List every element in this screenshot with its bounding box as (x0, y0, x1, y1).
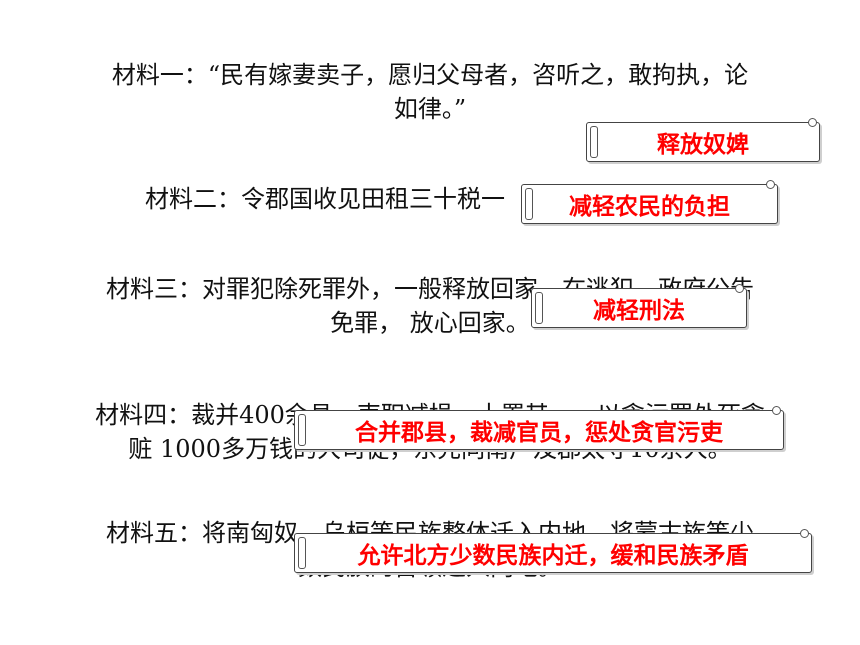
material-3-line-2: 免罪， 放心回家。 (330, 309, 530, 337)
label-merge-counties[interactable]: 合并郡县，裁减官员，惩处贪官污吏 (294, 406, 784, 450)
label-reduce-burden[interactable]: 减轻农民的负担 (521, 180, 778, 224)
label-merge-counties-text: 合并郡县，裁减官员，惩处贪官污吏 (355, 419, 723, 445)
label-reduce-punishment-text: 减轻刑法 (593, 297, 685, 323)
label-release-slaves[interactable]: 释放奴婢 (586, 118, 820, 162)
material-2-line-1: 材料二：令郡国收见田租三十税一 (145, 185, 505, 213)
label-ethnic-migration-text: 允许北方少数民族内迁，缓和民族矛盾 (357, 542, 749, 568)
label-reduce-burden-text: 减轻农民的负担 (569, 193, 730, 219)
material-1-line-1: 材料一：“民有嫁妻卖子，愿归父母者，咨听之，敢拘执，论 (111, 61, 749, 89)
label-reduce-punishment[interactable]: 减轻刑法 (531, 284, 747, 328)
material-1-line-2: 如律。” (393, 95, 467, 123)
label-release-slaves-text: 释放奴婢 (657, 131, 749, 157)
label-ethnic-migration[interactable]: 允许北方少数民族内迁，缓和民族矛盾 (294, 529, 812, 573)
